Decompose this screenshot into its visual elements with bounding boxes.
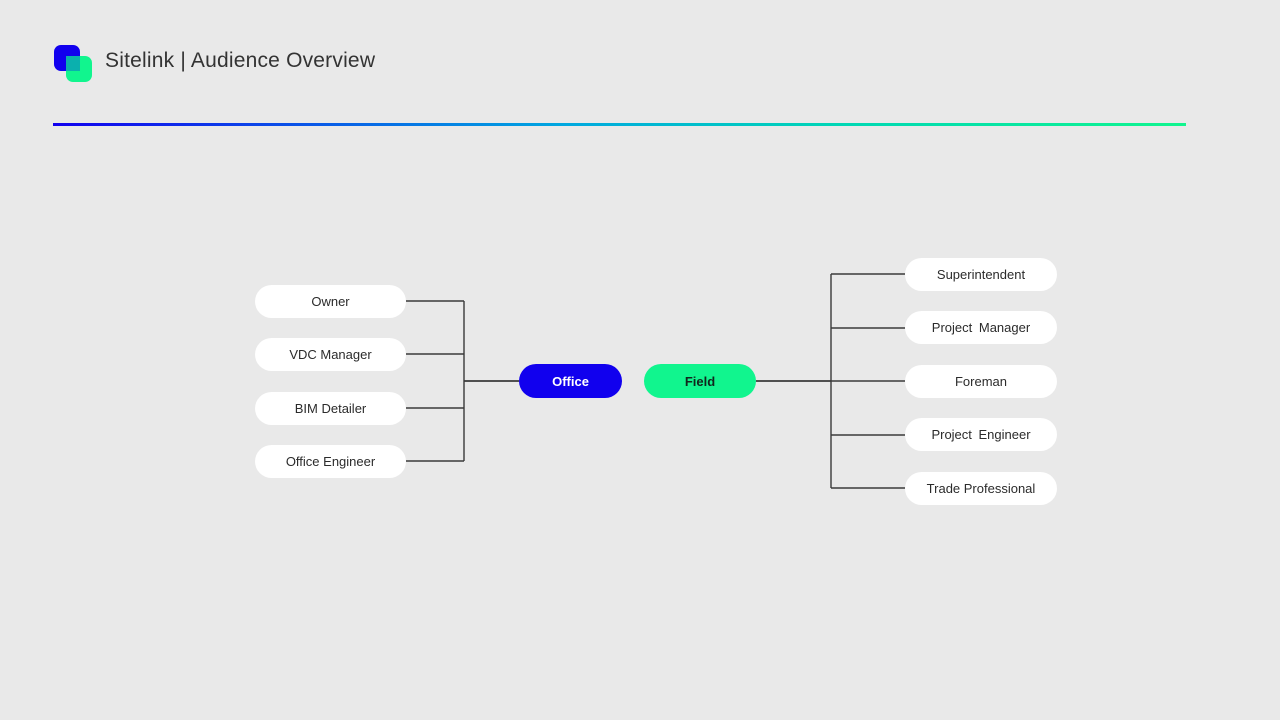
node-office-engineer[interactable]: Office Engineer: [255, 445, 406, 478]
gradient-divider: [53, 123, 1186, 126]
hub-label: Office: [552, 373, 589, 389]
node-label: Trade Professional: [926, 481, 1036, 496]
node-vdc-manager[interactable]: VDC Manager: [255, 338, 406, 371]
node-label: Foreman: [954, 374, 1008, 389]
hub-office[interactable]: Office: [519, 364, 622, 398]
hub-label: Field: [684, 373, 716, 389]
page-title: Sitelink | Audience Overview: [105, 49, 376, 72]
node-project-manager[interactable]: Project Manager: [905, 311, 1057, 344]
page-header: Sitelink | Audience Overview: [0, 0, 1280, 130]
node-bim-detailer[interactable]: BIM Detailer: [255, 392, 406, 425]
node-label: VDC Manager: [289, 347, 372, 362]
node-label: Project Manager: [931, 320, 1031, 335]
node-label: Office Engineer: [285, 454, 376, 469]
node-owner[interactable]: Owner: [255, 285, 406, 318]
sitelink-logo-icon: [54, 45, 92, 83]
node-trade-professional[interactable]: Trade Professional: [905, 472, 1057, 505]
node-label: BIM Detailer: [294, 401, 367, 416]
logo-square-overlap: [66, 56, 80, 71]
node-label: Superintendent: [936, 267, 1026, 282]
node-foreman[interactable]: Foreman: [905, 365, 1057, 398]
node-label: Project Engineer: [931, 427, 1031, 442]
node-superintendent[interactable]: Superintendent: [905, 258, 1057, 291]
hub-field[interactable]: Field: [644, 364, 756, 398]
node-project-engineer[interactable]: Project Engineer: [905, 418, 1057, 451]
node-label: Owner: [311, 294, 350, 309]
